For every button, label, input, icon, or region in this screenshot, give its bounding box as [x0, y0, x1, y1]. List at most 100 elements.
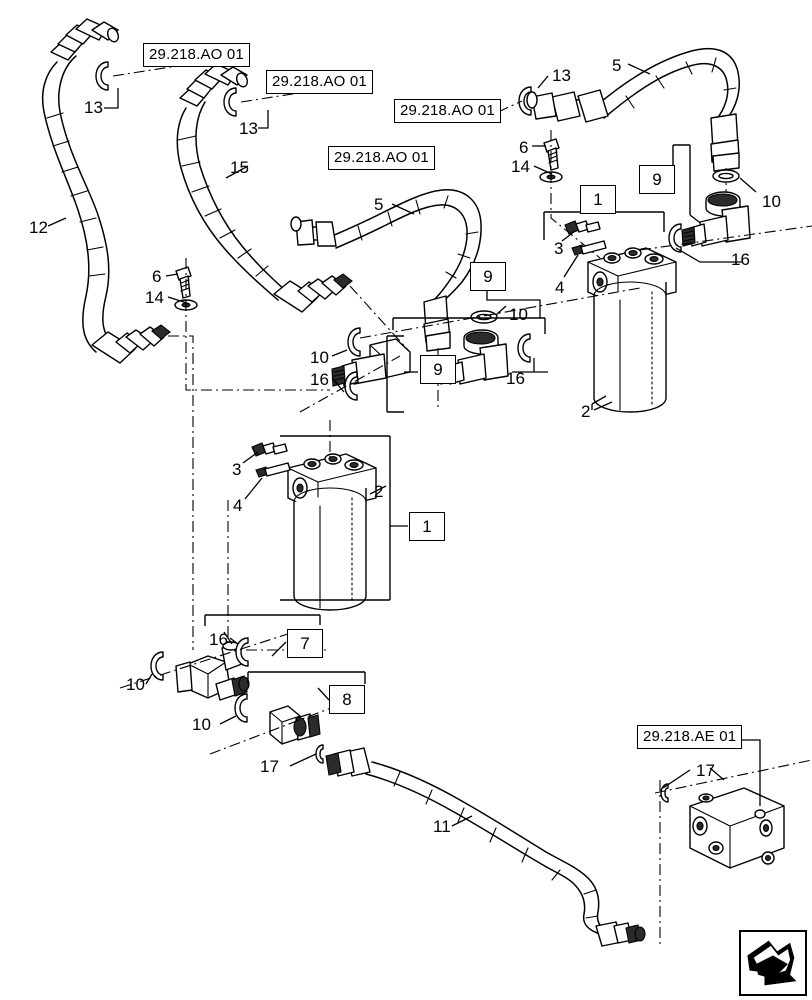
leader-number-n-10-d: 10: [126, 675, 145, 694]
leader-17-fitting8: [289, 753, 317, 767]
centreline-left-fitting: [299, 355, 401, 413]
oring-10-left: [347, 327, 361, 357]
bracket-item-7: [204, 614, 321, 626]
leader-number-n-4-a: 4: [555, 278, 565, 297]
leader-number-n-5-b: 5: [374, 195, 384, 214]
leader-item-9-middle: [486, 288, 541, 318]
sensor-3-upper: [564, 220, 601, 235]
leader-number-n-14-a: 14: [511, 157, 530, 176]
leader-lines: [47, 63, 725, 827]
leader-number-n-12: 12: [29, 218, 48, 237]
oring-16-upper-right: [668, 223, 682, 253]
leader-17-valve: [662, 769, 691, 789]
leader-10-fitting8: [219, 715, 237, 725]
leader-2-lower: [369, 485, 387, 495]
oring-10-fitting7: [150, 651, 164, 681]
hose-12: [41, 18, 194, 650]
reference-callout-ref-ao-01-c[interactable]: 29.218.AO 01: [394, 99, 501, 123]
leader-4-upper: [563, 254, 579, 278]
leader-4-lower: [244, 477, 263, 500]
oring-16-middle: [517, 333, 531, 363]
oring-16-left: [344, 371, 358, 401]
leader-number-n-16-d: 16: [209, 630, 228, 649]
bolt-4-upper: [571, 240, 607, 256]
elbow-fitting-9-left: [331, 338, 411, 387]
filter-assembly-upper: [587, 247, 677, 413]
bolt-4-lower: [255, 462, 291, 478]
leader-3-upper: [561, 230, 576, 242]
leader-item-8: [317, 687, 330, 701]
reference-callout-ref-ao-01-a[interactable]: 29.218.AO 01: [143, 43, 250, 67]
oring-10-upper-right: [712, 169, 740, 183]
oring-17-fitting8: [315, 744, 324, 764]
leader-number-n-10-c: 10: [310, 348, 329, 367]
leader-number-n-13-c: 13: [552, 66, 571, 85]
item-number-box-item-9-left[interactable]: 9: [420, 355, 456, 384]
reference-callout-ref-ao-01-b[interactable]: 29.218.AO 01: [266, 70, 373, 94]
leader-16-upper-right: [675, 247, 742, 263]
centreline-valve: [654, 759, 812, 944]
oring-16-fitting7: [235, 637, 249, 667]
leader-2-upper: [591, 395, 607, 405]
leader-number-n-16-c: 16: [310, 370, 329, 389]
reference-callout-ref-ae-01[interactable]: 29.218.AE 01: [637, 725, 743, 749]
centreline-fitting8: [209, 699, 353, 755]
leader-number-n-14-b: 14: [145, 288, 164, 307]
leader-item-7: [271, 641, 287, 657]
hose-5-middle: [290, 189, 482, 410]
valve-block: [689, 787, 785, 869]
leader-number-n-6-b: 6: [152, 267, 162, 286]
reference-callout-ref-ao-01-d[interactable]: 29.218.AO 01: [328, 146, 435, 170]
sensor-3-lower: [251, 442, 288, 457]
oring-17-valve: [660, 783, 669, 803]
centreline-bolt-right: [550, 130, 601, 259]
leader-number-n-10-a: 10: [762, 192, 781, 211]
fitting-8: [269, 705, 321, 745]
oring-13-right: [497, 86, 532, 116]
elbow-fitting-9-upper-right: [681, 191, 751, 247]
bolt-6-left: [175, 266, 192, 299]
leader-number-n-10-b: 10: [509, 305, 528, 324]
hose-15: [176, 63, 409, 351]
bracket-item-8: [247, 671, 366, 684]
direction-arrow-icon: [747, 940, 797, 986]
oring-10-fitting8: [234, 693, 248, 723]
leader-10-upper-right: [739, 177, 757, 193]
item-number-box-item-8[interactable]: 8: [329, 685, 365, 714]
leader-number-n-16-a: 16: [731, 250, 750, 269]
leader-number-n-16-b: 16: [506, 369, 525, 388]
hose-11: [325, 747, 646, 947]
centreline-middle: [359, 287, 641, 339]
bracket-item-9-left: [386, 335, 404, 413]
leader-16-middle: [512, 358, 548, 373]
leader-number-n-5-a: 5: [612, 56, 622, 75]
leader-number-n-11: 11: [433, 817, 451, 836]
leader-number-n-17-a: 17: [260, 757, 279, 776]
leader-number-n-10-e: 10: [192, 715, 211, 734]
bracket-item-1-lower: [280, 435, 391, 601]
fitting-7: [175, 641, 250, 701]
hose-5-top-right: [526, 47, 740, 196]
item-number-box-item-9-mid[interactable]: 9: [470, 262, 506, 291]
item-number-box-item-1-upper[interactable]: 1: [580, 185, 616, 214]
leader-number-n-13-a: 13: [84, 98, 103, 117]
item-number-box-item-7[interactable]: 7: [287, 629, 323, 658]
centreline-upper-right: [639, 225, 812, 251]
item-number-box-item-9-upper[interactable]: 9: [639, 165, 675, 194]
leader-number-n-3-a: 3: [554, 239, 564, 258]
leader-number-n-3-b: 3: [232, 460, 242, 479]
leader-number-n-13-b: 13: [239, 119, 258, 138]
oring-10-middle: [470, 310, 498, 324]
leader-16-left: [331, 377, 345, 393]
leader-10-left: [331, 349, 348, 357]
orientation-logo: [739, 930, 807, 996]
leader-number-n-2-b: 2: [374, 482, 384, 501]
leader-number-n-4-b: 4: [233, 496, 243, 515]
leader-number-n-17-b: 17: [696, 761, 715, 780]
item-number-box-item-1-lower[interactable]: 1: [409, 512, 445, 541]
leader-16-fitting7: [229, 637, 239, 645]
leader-number-n-2-a: 2: [581, 402, 591, 421]
